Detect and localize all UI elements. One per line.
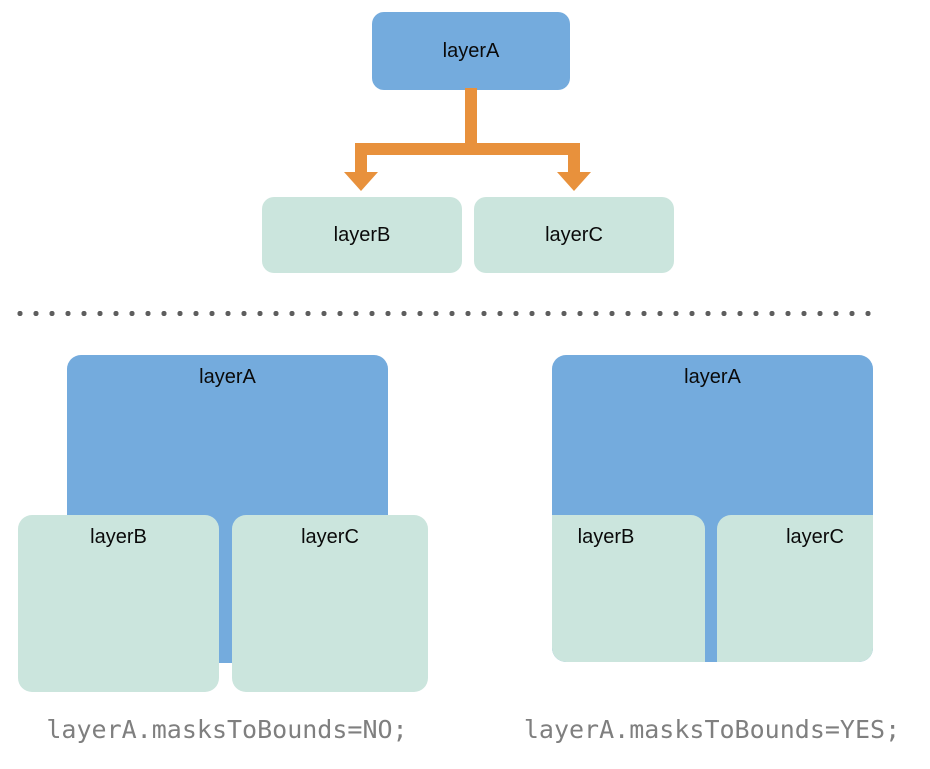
- dotted-separator: [12, 310, 878, 317]
- layerA-box-clipping: layerA layerB layerC: [552, 355, 873, 662]
- layerB-label: layerB: [90, 526, 147, 548]
- layerB-box-unclipped: layerB: [18, 515, 219, 692]
- caption-masks-to-bounds-no: layerA.masksToBounds=NO;: [46, 715, 408, 744]
- layerB-label: layerB: [577, 526, 635, 548]
- tree-node-layerA-label: layerA: [442, 39, 500, 62]
- connector-drop-right: [568, 150, 580, 173]
- layerA-label: layerA: [684, 366, 741, 388]
- arrow-head-right-icon: [557, 172, 591, 191]
- tree-node-layerC: layerC: [474, 197, 674, 273]
- layerC-box-unclipped: layerC: [232, 515, 428, 692]
- connector-stem: [465, 88, 477, 145]
- connector-crossbar: [355, 143, 580, 155]
- layerC-label: layerC: [786, 526, 844, 548]
- connector-drop-left: [355, 150, 367, 173]
- tree-node-layerC-label: layerC: [545, 223, 603, 246]
- tree-node-layerB: layerB: [262, 197, 462, 273]
- layerC-box-clipped: layerC: [717, 515, 873, 662]
- layerB-box-clipped: layerB: [552, 515, 705, 662]
- caption-masks-to-bounds-yes: layerA.masksToBounds=YES;: [523, 715, 901, 744]
- layerA-label: layerA: [199, 366, 256, 388]
- tree-node-layerB-label: layerB: [333, 223, 391, 246]
- tree-node-layerA: layerA: [372, 12, 570, 90]
- arrow-head-left-icon: [344, 172, 378, 191]
- layerC-label: layerC: [301, 526, 359, 548]
